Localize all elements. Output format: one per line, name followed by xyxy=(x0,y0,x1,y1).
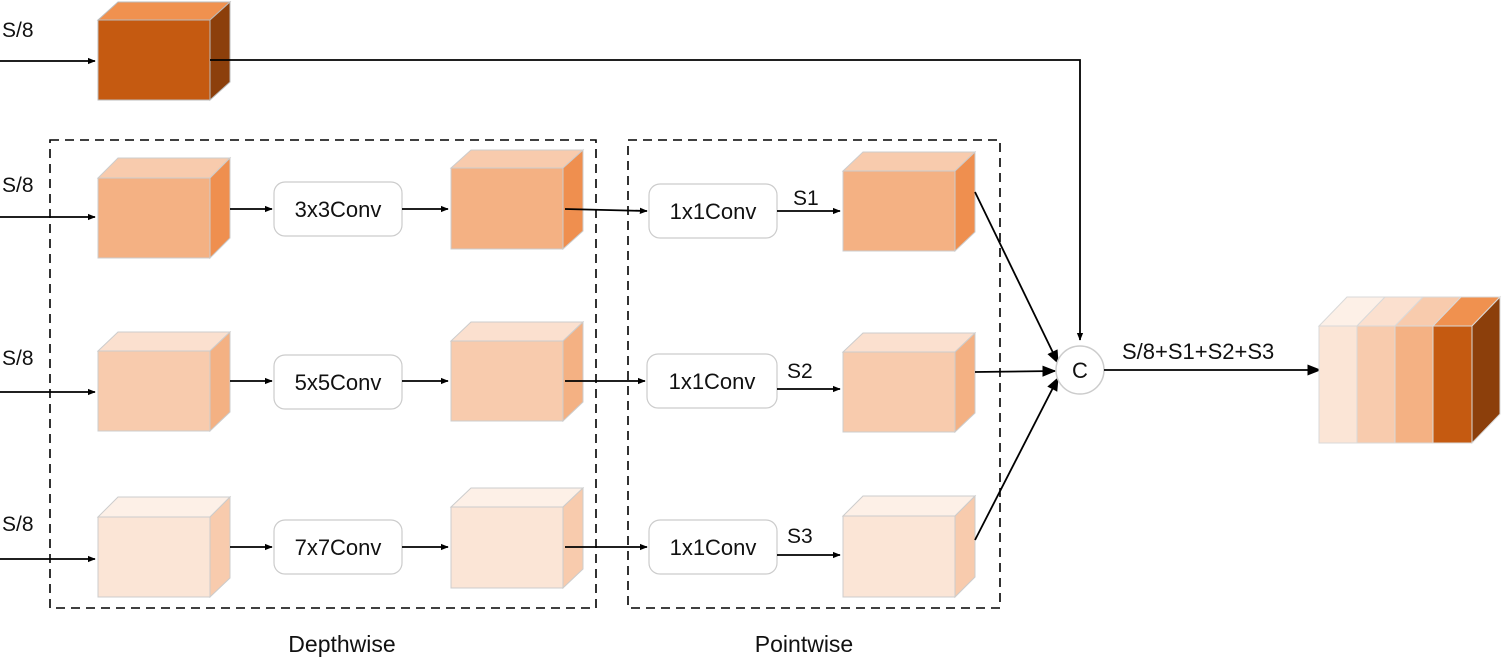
row1-input-block xyxy=(96,156,232,260)
conv-3x3-label: 3x3Conv xyxy=(295,197,382,222)
scale-label-s2: S2 xyxy=(787,360,813,383)
row1-depthwise-output-block xyxy=(449,148,585,251)
input-label-bypass: S/8 xyxy=(2,19,34,42)
row2-depthwise-output-block xyxy=(449,320,585,423)
pointwise-conv-2-label: 1x1Conv xyxy=(669,369,756,394)
row1-pointwise-output-block xyxy=(841,150,977,253)
row2-input-block xyxy=(96,330,232,433)
pointwise-conv-3-box xyxy=(648,519,778,575)
input-label-row3: S/8 xyxy=(2,513,34,536)
depthwise-section-label: Depthwise xyxy=(288,631,395,657)
pointwise-conv-1-label: 1x1Conv xyxy=(670,199,757,224)
scale-label-s1: S1 xyxy=(793,187,819,210)
input-label-row1: S/8 xyxy=(2,174,34,197)
s3-to-concat-arrow xyxy=(974,376,1059,541)
output-sum-label: S/8+S1+S2+S3 xyxy=(1122,339,1274,364)
bypass-feature-block xyxy=(96,0,232,102)
scale-label-s3: S3 xyxy=(787,525,813,548)
input-label-row2: S/8 xyxy=(2,347,34,370)
row3-depthwise-output-block xyxy=(449,486,585,590)
conv-5x5-box xyxy=(273,354,403,410)
row1-to-pointwise-arrow xyxy=(564,207,648,215)
bypass-to-concat-arrow xyxy=(210,59,1084,341)
pointwise-conv-2-box xyxy=(646,353,778,409)
conv-5x5-label: 5x5Conv xyxy=(295,370,382,395)
pointwise-section-label: Pointwise xyxy=(755,631,853,657)
depthwise-section-box xyxy=(49,139,597,609)
conv-7x7-label: 7x7Conv xyxy=(295,535,382,560)
row3-input-block xyxy=(96,495,232,599)
pointwise-section-box xyxy=(627,139,1001,609)
s2-to-concat-arrow xyxy=(974,365,1057,377)
output-feature-stack xyxy=(1317,295,1502,445)
row2-pointwise-output-block xyxy=(841,331,977,434)
pointwise-conv-3-label: 1x1Conv xyxy=(670,535,757,560)
row3-pointwise-output-block xyxy=(841,494,977,599)
concat-label: C xyxy=(1072,358,1088,383)
s1-to-concat-arrow xyxy=(974,191,1059,365)
